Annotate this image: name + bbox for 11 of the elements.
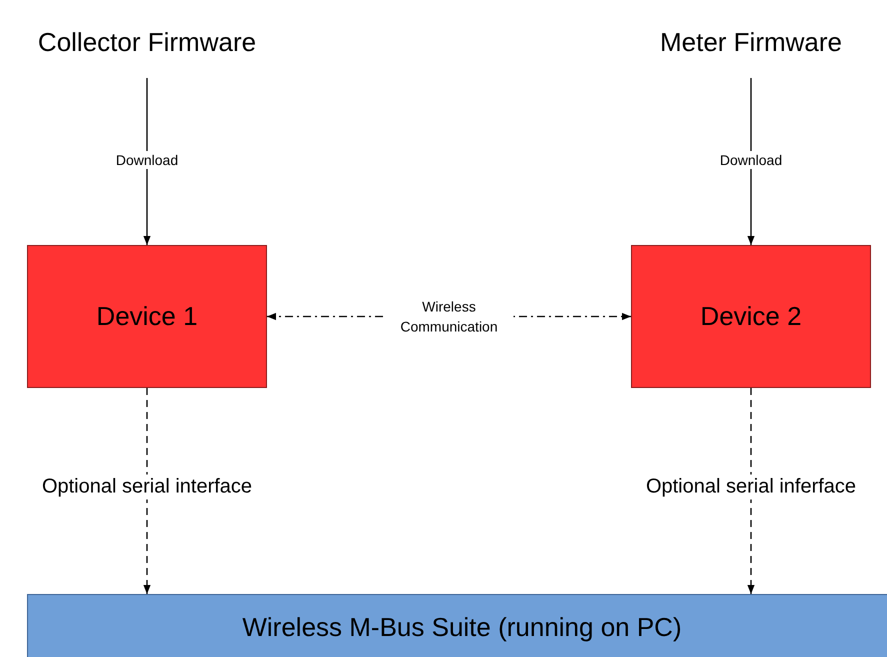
edge-label: Optional serial inferface xyxy=(644,474,858,500)
arrow xyxy=(143,78,151,245)
arrow xyxy=(747,388,755,594)
node-label: Meter Firmware xyxy=(631,8,871,78)
arrow xyxy=(747,78,755,245)
software-bar: Wireless M-Bus Suite (running on PC) xyxy=(27,594,887,657)
device-box: Device 2 xyxy=(631,245,871,388)
device-box: Device 1 xyxy=(27,245,267,388)
arrow xyxy=(143,388,151,594)
node-label: Collector Firmware xyxy=(27,8,267,78)
edge-label: Optional serial interface xyxy=(40,474,254,500)
